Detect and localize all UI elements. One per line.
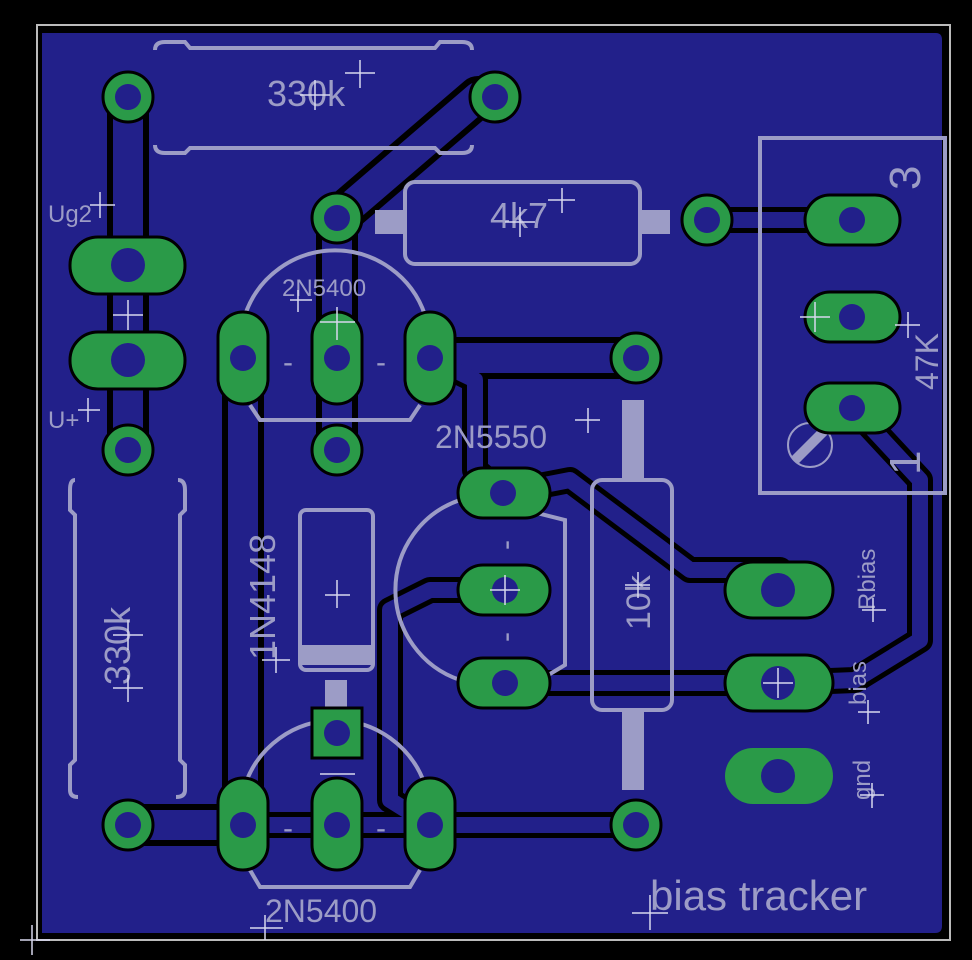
label-r-left: 330k [97,606,138,685]
label-q-bot: 2N5400 [265,893,377,929]
minus-mark: - [493,540,526,550]
label-4k7: 4k7 [490,195,548,236]
board-title: bias tracker [650,872,867,919]
minus-mark: - [283,812,293,845]
label-uplus: U+ [48,407,79,434]
origin-crosses [20,60,920,955]
pad-oval-vertical [216,310,457,872]
pin-marks: - - - - - - [283,346,526,845]
label-diode: 1N4148 [242,534,283,660]
label-pot-pin1: 1 [881,451,930,475]
board-outline [36,24,951,941]
label-rbias: Rbias [854,549,881,610]
minus-mark: - [283,346,293,379]
pad-oval-horizontal [68,193,902,804]
label-q-mid: 2N5550 [435,419,547,455]
label-q-top: 2N5400 [282,275,366,302]
label-10k: 10k [620,574,658,630]
pad-round [101,70,734,852]
label-ug2: Ug2 [48,201,92,228]
label-r-top: 330k [267,73,346,114]
minus-mark: - [493,632,526,642]
minus-mark: - [376,346,386,379]
label-pot-pin3: 3 [881,166,930,190]
pads [68,70,902,872]
label-pot: 47K [909,333,945,390]
silkscreen [68,40,947,889]
label-bias: bias [845,661,872,705]
minus-mark: - [376,812,386,845]
labels: 330k 4k7 2N5400 2N5550 2N5400 bias track… [48,73,945,929]
